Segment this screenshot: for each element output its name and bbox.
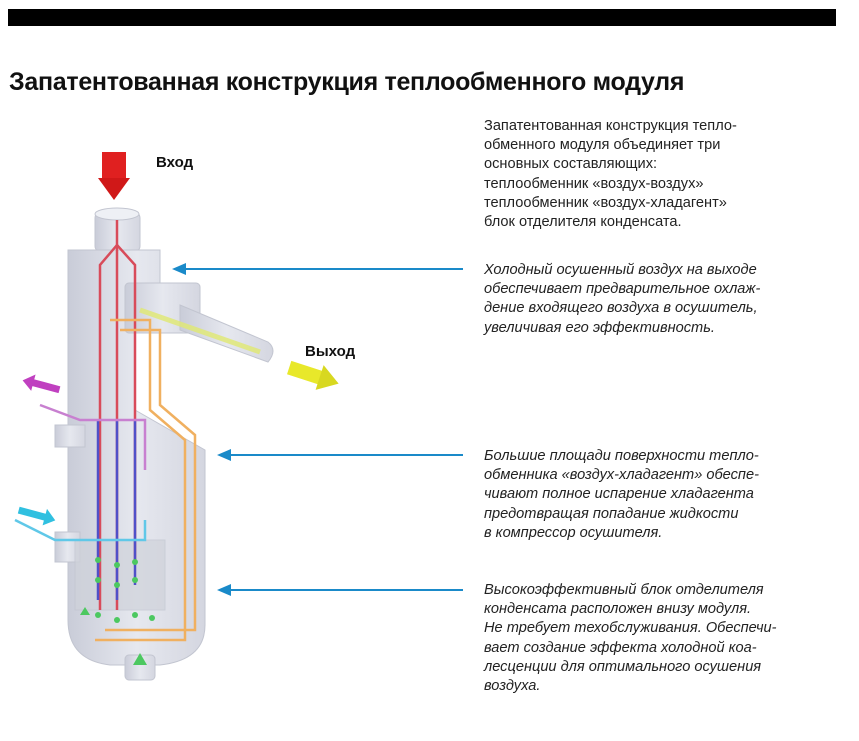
text-line: в компрессор осушителя.: [484, 524, 663, 541]
text-line: Большие площади поверхности тепло-: [484, 448, 759, 464]
outlet-arrow-icon: [287, 360, 339, 390]
text-line: теплообменник «воздух-хладагент»: [484, 194, 727, 211]
text-line: увеличивая его эффективность.: [484, 319, 715, 336]
text-line: лесценции для оптимального осушения: [484, 658, 762, 675]
text-line: конденсата расположен внизу модуля.: [484, 601, 752, 618]
text-line: обменника «воздух-хладагент» обеспе-: [484, 467, 759, 484]
text-line: воздуха.: [484, 678, 541, 695]
text-line: теплообменник «воздух-воздух»: [484, 175, 704, 192]
text-line: Холодный осушенный воздух на выходе: [484, 262, 757, 278]
text-line: вает создание эффекта холодной коа-: [484, 639, 757, 656]
text-line: Высокоэффективный блок отделителя: [484, 582, 764, 598]
text-line: обеспечивает предварительное охлаж-: [484, 281, 761, 298]
text-line: предотвращая попадание жидкости: [484, 505, 739, 522]
text-line: дение входящего воздуха в осушитель,: [484, 300, 758, 317]
text-line: Не требует техобслуживания. Обеспечи-: [484, 620, 777, 637]
text-line: чивают полное испарение хладагента: [484, 486, 754, 503]
air-air-description: Холодный осушенный воздух на выходе обес…: [484, 261, 834, 338]
top-bar: [8, 9, 836, 26]
pointer-arrow-1: [172, 263, 463, 275]
outlet-flow: [139, 307, 261, 355]
text-line: Запатентованная конструкция тепло-: [484, 118, 737, 134]
refrigerant-in-arrow-icon: [17, 506, 56, 526]
text-line: обменного модуля объединяет три: [484, 137, 721, 154]
air-refrigerant-description: Большие площади поверхности тепло- обмен…: [484, 447, 834, 543]
text-line: основных составляющих:: [484, 156, 658, 173]
intro-paragraph: Запатентованная конструкция тепло- обмен…: [484, 117, 834, 232]
inlet-arrow-icon: [98, 152, 130, 200]
page-title: Запатентованная конструкция теплообменно…: [9, 68, 685, 96]
separator-description: Высокоэффективный блок отделителя конден…: [484, 581, 834, 696]
pointer-arrow-2: [217, 449, 463, 461]
refrigerant-pipes: [14, 318, 197, 642]
air-air-pipes: [96, 220, 137, 610]
pointer-arrow-3: [217, 584, 463, 596]
inlet-label: Вход: [156, 154, 194, 171]
refrigerant-out-arrow-icon: [22, 374, 61, 394]
module-body: [54, 207, 274, 681]
text-line: блок отделителя конденсата.: [484, 214, 682, 231]
condensate-drops: [80, 557, 155, 665]
outlet-label: Выход: [305, 343, 356, 360]
